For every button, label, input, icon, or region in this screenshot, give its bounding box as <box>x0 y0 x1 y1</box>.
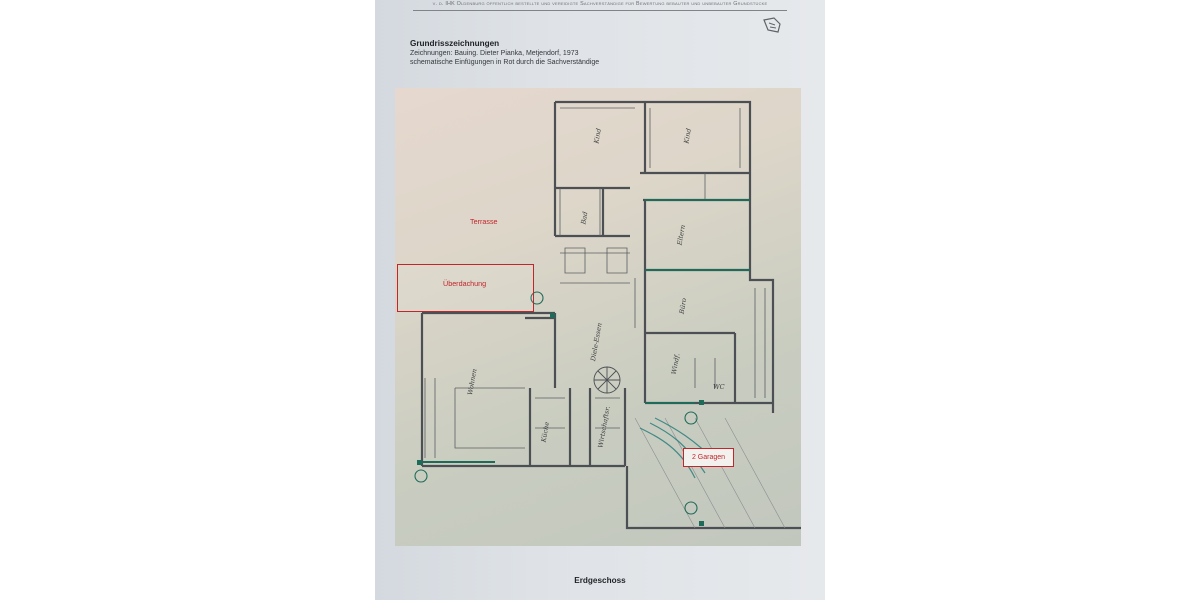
annotation-note: schematische Einfügungen in Rot durch di… <box>410 59 600 66</box>
stamp-icon <box>763 17 781 33</box>
terrace-label: Terrasse <box>470 217 498 226</box>
room-label-wc: WC <box>713 383 725 391</box>
floor-caption: Erdgeschoss <box>574 576 626 585</box>
floor-plan-drawing <box>414 100 801 530</box>
roof-cover-label: Überdachung <box>443 279 487 288</box>
floor-plan: Terrasse Überdachung 2 Garagen Kind Kind… <box>395 88 801 546</box>
marker-a-icon <box>414 291 698 515</box>
garages-label: 2 Garagen <box>683 448 734 467</box>
roof-cover-outline <box>397 264 534 312</box>
drawing-credit: Zeichnungen: Bauing. Dieter Pianka, Metj… <box>410 50 579 57</box>
document-header: v. d. IHK Oldenburg öffentlich bestellte… <box>413 0 787 11</box>
document-page: v. d. IHK Oldenburg öffentlich bestellte… <box>375 0 825 600</box>
document-title: Grundrisszeichnungen <box>410 39 500 48</box>
